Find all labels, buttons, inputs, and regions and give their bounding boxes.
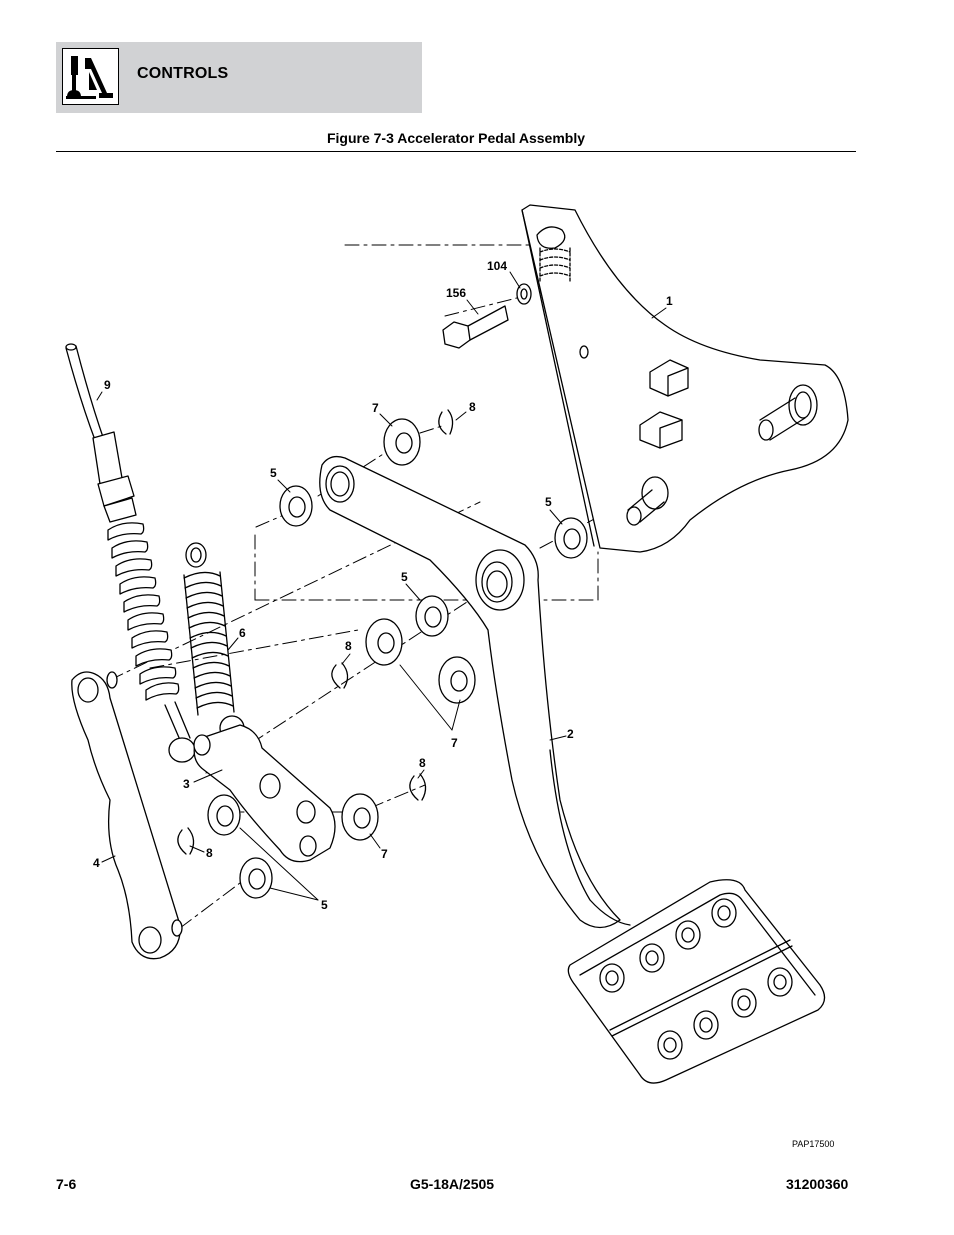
callout-6: 6 bbox=[239, 626, 246, 640]
callout-9: 9 bbox=[104, 378, 111, 392]
washers-and-bushings bbox=[207, 418, 588, 899]
mounting-plate bbox=[521, 204, 849, 553]
leader-lines bbox=[96, 271, 667, 901]
callout-5-right: 5 bbox=[545, 495, 552, 509]
header-rule bbox=[56, 151, 856, 152]
callout-2: 2 bbox=[567, 727, 574, 741]
bolt-156 bbox=[442, 305, 509, 349]
washer-104 bbox=[516, 283, 532, 305]
callout-8-middle: 8 bbox=[345, 639, 352, 653]
callout-8-top: 8 bbox=[469, 400, 476, 414]
callout-8-bottom: 8 bbox=[206, 846, 213, 860]
lever-3 bbox=[193, 724, 336, 863]
pedal-pad bbox=[567, 879, 826, 1084]
callout-8-right: 8 bbox=[419, 756, 426, 770]
model-number: G5-18A/2505 bbox=[410, 1176, 495, 1192]
callout-7-top: 7 bbox=[372, 401, 379, 415]
snap-rings bbox=[177, 409, 454, 855]
callout-4: 4 bbox=[93, 856, 100, 870]
link-4 bbox=[71, 671, 183, 960]
figure-title: Figure 7-3 Accelerator Pedal Assembly bbox=[326, 130, 586, 146]
callout-1: 1 bbox=[666, 294, 673, 308]
callout-5-middle: 5 bbox=[401, 570, 408, 584]
section-title: CONTROLS bbox=[137, 65, 229, 82]
callout-3: 3 bbox=[183, 777, 190, 791]
page-number: 7-6 bbox=[56, 1176, 77, 1192]
pedal-arm bbox=[319, 455, 631, 929]
callout-156: 156 bbox=[446, 286, 467, 300]
callout-7-middle: 7 bbox=[451, 736, 458, 750]
callout-5-left: 5 bbox=[270, 466, 277, 480]
document-number: 31200360 bbox=[786, 1176, 849, 1192]
callout-7-bottom: 7 bbox=[381, 847, 388, 861]
callout-104: 104 bbox=[487, 259, 508, 273]
joystick-control-icon bbox=[62, 48, 119, 105]
figure-code: PAP17500 bbox=[792, 1139, 835, 1149]
callout-5-bottom: 5 bbox=[321, 898, 328, 912]
cable-9 bbox=[65, 343, 196, 763]
spring-6 bbox=[183, 542, 245, 741]
